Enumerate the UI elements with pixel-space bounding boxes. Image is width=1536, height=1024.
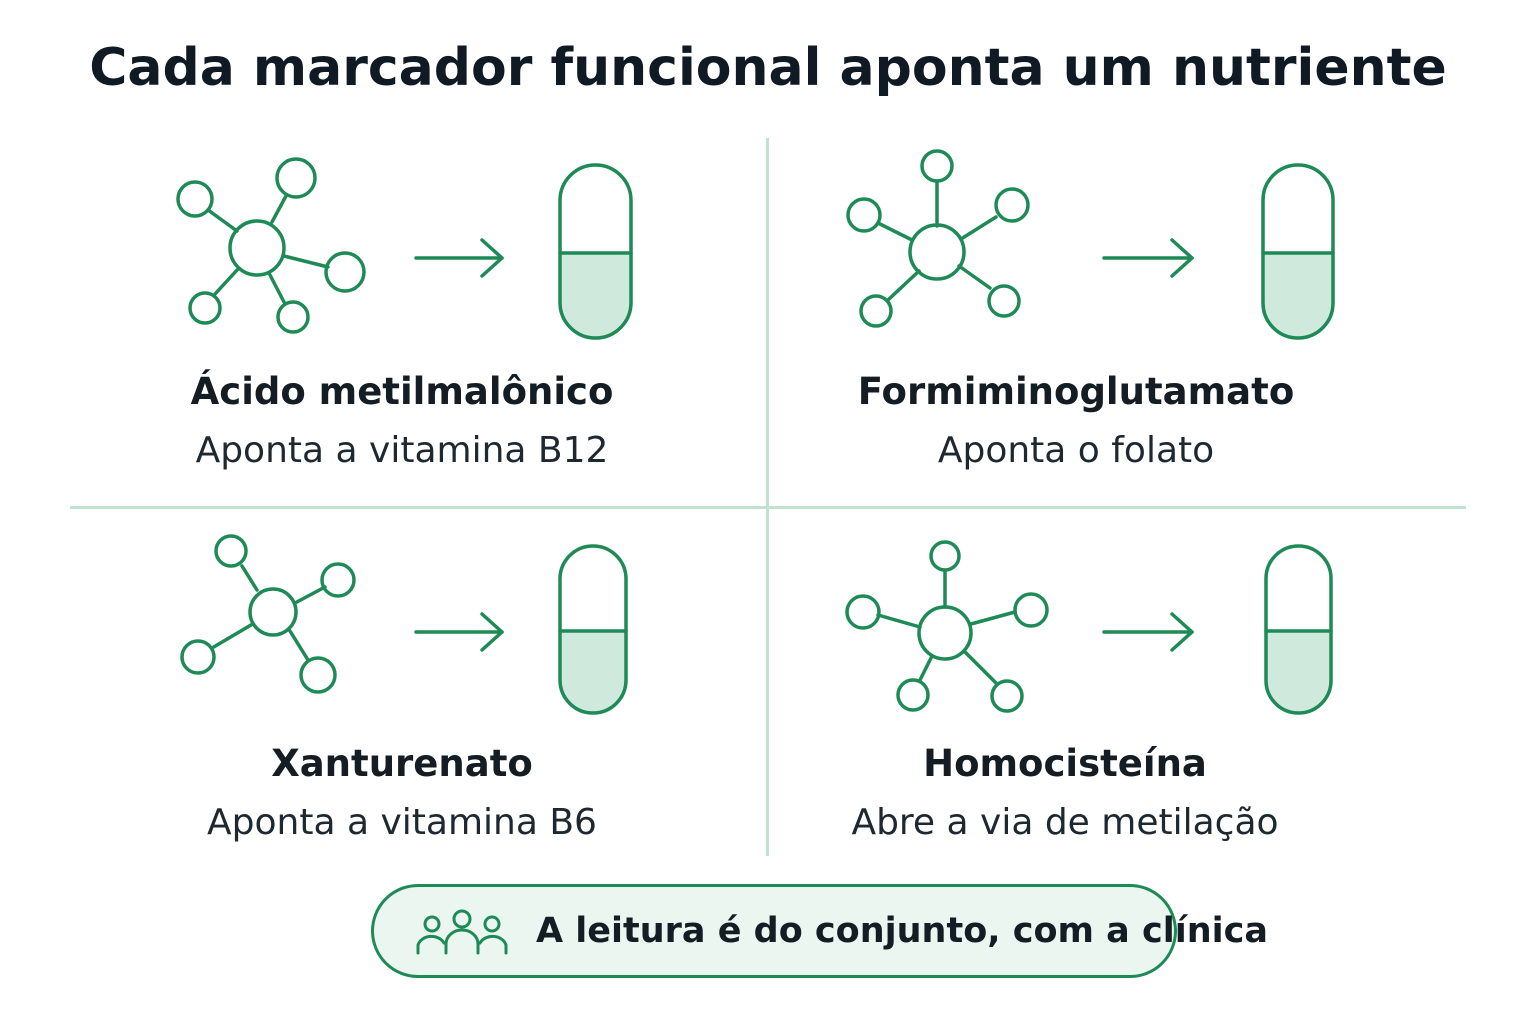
summary-banner: A leitura é do conjunto, com a clínica — [371, 884, 1268, 978]
arrow-right-icon — [1102, 612, 1194, 652]
summary-text: A leitura é do conjunto, com a clínica — [536, 911, 1268, 951]
group-people-icon — [416, 909, 508, 955]
arrow-right-icon — [414, 612, 504, 652]
marker-description-1: Aponta a vitamina B12 — [195, 430, 609, 471]
marker-name-2: Formiminoglutamato — [857, 370, 1295, 413]
molecule-icon — [845, 540, 1049, 713]
molecule-icon — [180, 534, 356, 694]
marker-description-4: Abre a via de metilação — [851, 802, 1279, 843]
molecule-icon — [176, 157, 366, 334]
capsule-icon — [1264, 544, 1333, 715]
capsule-icon — [558, 163, 633, 340]
horizontal-divider — [70, 506, 1466, 509]
capsule-icon — [558, 544, 628, 715]
vertical-divider — [766, 138, 769, 856]
marker-description-3: Aponta a vitamina B6 — [207, 802, 597, 843]
marker-name-3: Xanturenato — [271, 742, 533, 785]
marker-name-1: Ácido metilmalônico — [190, 370, 614, 413]
arrow-right-icon — [1102, 238, 1194, 278]
molecule-icon — [846, 149, 1030, 328]
page-title: Cada marcador funcional aponta um nutrie… — [89, 38, 1447, 98]
arrow-right-icon — [414, 238, 504, 278]
marker-description-2: Aponta o folato — [937, 430, 1215, 471]
marker-name-4: Homocisteína — [923, 742, 1207, 785]
capsule-icon — [1261, 163, 1335, 340]
